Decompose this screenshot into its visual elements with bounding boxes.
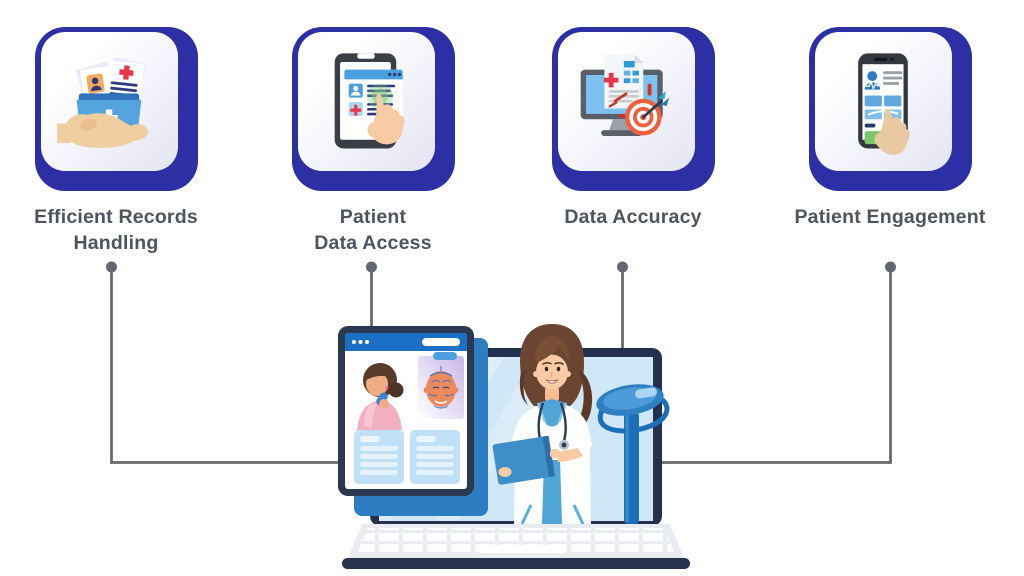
feature-card — [551, 27, 715, 191]
connector-dot — [617, 261, 628, 273]
laptop-keyboard-base — [342, 524, 690, 569]
feature-label: Patient Engagement — [794, 206, 986, 228]
record-list-cards — [354, 430, 460, 484]
doctor-laptop-illustration — [338, 324, 690, 569]
feature-label: Data Accuracy — [564, 206, 702, 228]
feature-card — [34, 27, 198, 191]
tablet-tap-icon — [334, 52, 405, 148]
monitor-target-icon — [580, 53, 670, 136]
feature-card — [291, 27, 455, 191]
feature-efficient-records-handling: Efficient Records Handling — [0, 27, 236, 256]
tablet-patient-app — [338, 326, 488, 516]
face-diagram-card — [418, 352, 464, 419]
feature-data-accuracy: Data Accuracy — [513, 27, 753, 231]
patient-video-panel — [357, 363, 404, 430]
feature-patient-data-access: Patient Data Access — [253, 27, 493, 256]
phone-tap-icon — [858, 52, 910, 155]
feature-card — [808, 27, 972, 191]
feature-patient-engagement: Patient Engagement — [770, 27, 1010, 231]
face-roller — [596, 384, 670, 524]
connector-efficient-records — [110, 268, 339, 464]
connector-dot — [106, 261, 117, 273]
connector-patient-engagement — [659, 268, 892, 464]
feature-label: Efficient Records Handling — [34, 206, 198, 254]
feature-label: Patient Data Access — [314, 206, 432, 254]
records-in-hand-icon — [57, 57, 148, 148]
connector-dot — [366, 261, 377, 273]
female-doctor — [492, 324, 593, 525]
connector-dot — [885, 261, 896, 273]
